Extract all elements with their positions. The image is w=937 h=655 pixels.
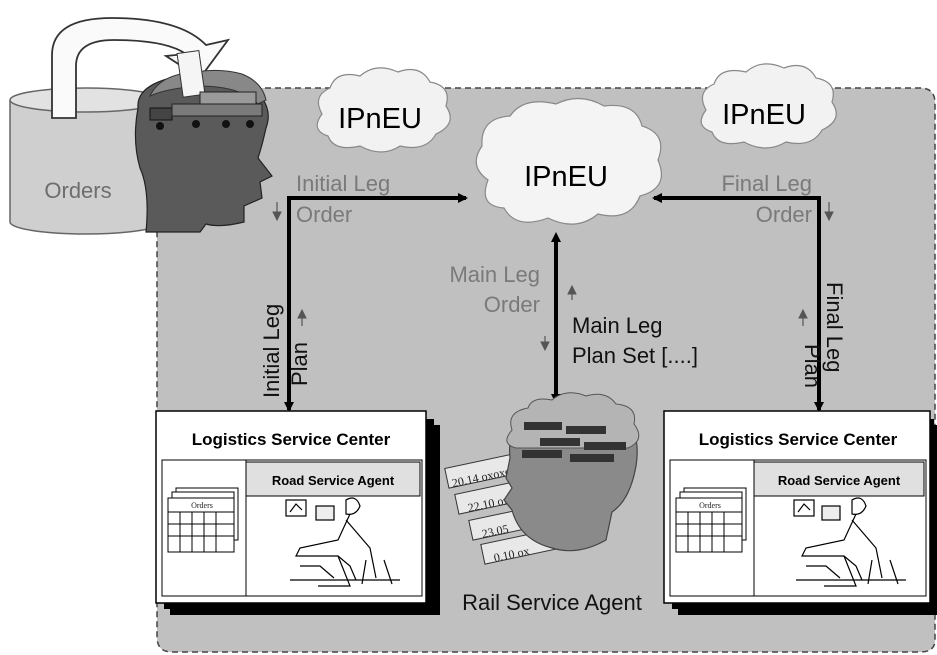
cloud-right-label: IPnEU [722, 99, 806, 131]
final-leg-plan-line2: Plan [800, 344, 825, 388]
orders-grid-right-icon [675, 487, 747, 553]
rail-agent-head-icon [503, 392, 640, 552]
final-leg-plan-line1: Final Leg [822, 282, 847, 373]
orders-grid-right-label: Orders [699, 501, 721, 510]
cloud-center-label: IPnEU [524, 161, 608, 193]
main-leg-order-line2: Order [484, 292, 540, 317]
customer-head-icon [134, 49, 273, 233]
initial-leg-plan-line2: Plan [287, 342, 312, 386]
initial-leg-order-line1: Initial Leg [296, 171, 390, 196]
cloud-center-shape [475, 97, 662, 225]
curved-arrow-icon [51, 17, 231, 119]
orders-grid-left-icon [167, 487, 239, 553]
cloud-left-label: IPnEU [338, 103, 422, 135]
road-agent-right-label: Road Service Agent [778, 473, 901, 488]
flow-lines [284, 193, 824, 412]
final-leg-order-line1: Final Leg [721, 171, 812, 196]
logistics-center-left-title: Logistics Service Center [192, 430, 391, 449]
initial-leg-order-line2: Order [296, 202, 352, 227]
orders-database-label: Orders [44, 178, 111, 203]
final-leg-order-line2: Order [756, 202, 812, 227]
road-agent-left-label: Road Service Agent [272, 473, 395, 488]
orders-grid-left-label: Orders [191, 501, 213, 510]
main-leg-order-line1: Main Leg [449, 262, 540, 287]
slip-3: 23.05 [480, 522, 509, 541]
cloud-left-shape [316, 67, 451, 153]
seated-person-right-icon [793, 497, 906, 587]
rail-agent-label: Rail Service Agent [462, 590, 642, 615]
logistics-center-right-title: Logistics Service Center [699, 430, 898, 449]
main-leg-plan-line1: Main Leg [572, 313, 663, 338]
seated-person-left-icon [285, 497, 400, 587]
direction-ticks [272, 202, 834, 352]
initial-leg-plan-line1: Initial Leg [259, 304, 284, 398]
cloud-right-shape [700, 63, 837, 149]
main-leg-plan-line2: Plan Set [....] [572, 343, 698, 368]
